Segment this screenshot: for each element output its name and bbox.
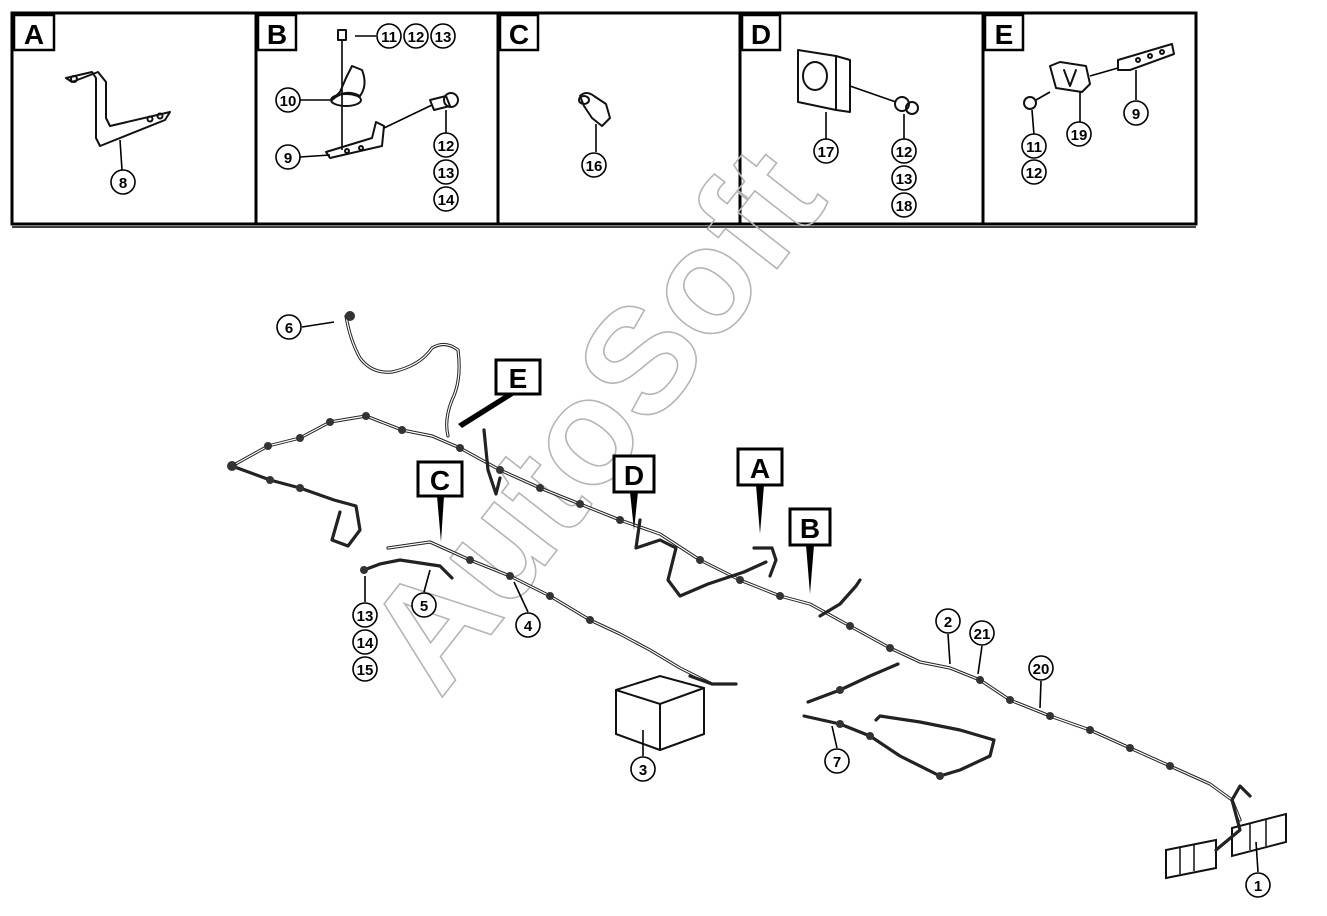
- svg-text:9: 9: [284, 150, 292, 167]
- callout-12-d: 12: [891, 138, 917, 164]
- view-flag-c: C: [416, 460, 464, 542]
- callout-16: 16: [581, 152, 607, 178]
- svg-text:14: 14: [357, 635, 374, 652]
- callout-14-b: 14: [433, 186, 459, 212]
- svg-text:11: 11: [381, 29, 397, 46]
- svg-text:B: B: [267, 19, 287, 50]
- svg-text:16: 16: [586, 158, 603, 175]
- bracket-assembly-b: [299, 29, 459, 159]
- svg-text:6: 6: [285, 320, 293, 337]
- callout-8: 8: [110, 169, 136, 195]
- callout-12-e: 12: [1021, 159, 1047, 185]
- component-box-3: [615, 674, 738, 752]
- svg-text:1: 1: [1254, 878, 1262, 895]
- panel-a-label: A: [12, 13, 56, 52]
- panel-c-label: C: [498, 13, 540, 52]
- panel-d-label: D: [740, 13, 782, 52]
- callout-7: 7: [824, 748, 850, 774]
- svg-text:13: 13: [896, 171, 913, 188]
- view-flag-d: D: [612, 454, 656, 530]
- svg-text:19: 19: [1071, 127, 1088, 144]
- svg-text:13: 13: [357, 608, 374, 625]
- svg-text:12: 12: [438, 138, 455, 155]
- svg-text:21: 21: [974, 626, 991, 643]
- svg-text:17: 17: [818, 144, 835, 161]
- svg-text:18: 18: [896, 198, 913, 215]
- callout-9-e: 9: [1123, 100, 1149, 126]
- callout-13-d: 13: [891, 165, 917, 191]
- connector-block-1: [1165, 784, 1287, 880]
- svg-text:4: 4: [524, 618, 533, 635]
- callout-4: 4: [515, 612, 541, 638]
- callout-14-main: 14: [352, 629, 378, 655]
- callout-11-b: 11: [376, 23, 402, 49]
- svg-text:12: 12: [408, 29, 425, 46]
- svg-text:8: 8: [119, 175, 127, 192]
- harness-clips: [227, 311, 1174, 780]
- plate-part-17: [797, 49, 919, 140]
- callout-19: 19: [1066, 121, 1092, 147]
- svg-text:13: 13: [438, 165, 455, 182]
- view-flag-a: A: [736, 447, 784, 534]
- callout-12-b: 12: [433, 132, 459, 158]
- svg-text:A: A: [750, 453, 770, 484]
- callout-11-e: 11: [1021, 133, 1047, 159]
- svg-text:7: 7: [833, 754, 841, 771]
- panel-b-label: B: [256, 13, 298, 52]
- callout-21: 21: [969, 620, 995, 646]
- svg-text:C: C: [509, 19, 529, 50]
- svg-text:15: 15: [357, 662, 374, 679]
- svg-text:B: B: [800, 513, 820, 544]
- svg-text:10: 10: [280, 93, 297, 110]
- svg-text:3: 3: [639, 762, 647, 779]
- callout-1: 1: [1245, 872, 1271, 898]
- svg-text:D: D: [624, 460, 644, 491]
- svg-text:20: 20: [1033, 661, 1050, 678]
- svg-text:2: 2: [944, 614, 952, 631]
- callout-20: 20: [1028, 655, 1054, 681]
- svg-text:12: 12: [896, 144, 913, 161]
- callout-13-main: 13: [352, 602, 378, 628]
- callout-17: 17: [813, 138, 839, 164]
- main-harness: [227, 311, 1242, 822]
- callout-15: 15: [352, 656, 378, 682]
- callout-9-b: 9: [275, 144, 301, 170]
- svg-text:D: D: [751, 19, 771, 50]
- clip-part-16: [578, 92, 611, 152]
- svg-text:12: 12: [1026, 165, 1043, 182]
- callout-6: 6: [276, 314, 302, 340]
- callout-5: 5: [411, 592, 437, 618]
- callout-12-b-top: 12: [403, 23, 429, 49]
- svg-text:13: 13: [435, 29, 452, 46]
- callout-13-b: 13: [433, 159, 459, 185]
- bracket-part-8: [65, 71, 171, 171]
- view-flag-e: E: [458, 358, 542, 428]
- svg-text:11: 11: [1026, 139, 1042, 156]
- callout-13-b-top: 13: [430, 23, 456, 49]
- svg-text:C: C: [430, 465, 450, 496]
- bracket-assembly-e: [1023, 43, 1175, 136]
- svg-text:5: 5: [420, 598, 428, 615]
- callout-10: 10: [275, 87, 301, 113]
- callout-18: 18: [891, 192, 917, 218]
- callout-3: 3: [630, 756, 656, 782]
- svg-text:9: 9: [1132, 106, 1140, 123]
- callout-2: 2: [935, 608, 961, 634]
- svg-text:E: E: [995, 19, 1014, 50]
- svg-text:A: A: [24, 19, 44, 50]
- svg-text:E: E: [509, 363, 528, 394]
- main-callouts: 6 13 14 15 5 4 3 2: [276, 314, 1271, 898]
- svg-text:14: 14: [438, 192, 455, 209]
- view-flag-b: B: [788, 507, 832, 594]
- panel-e-label: E: [983, 13, 1025, 52]
- detail-panels: A B C D E: [10, 11, 1198, 228]
